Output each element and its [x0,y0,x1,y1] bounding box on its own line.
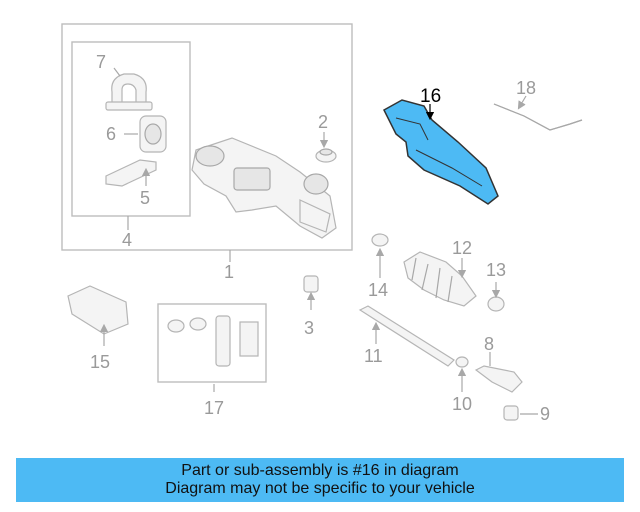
part-14-clamp[interactable] [371,233,389,247]
part-2-seal[interactable] [315,148,337,163]
callout-10: 10 [452,394,472,414]
part-1-steering-gear[interactable] [191,137,337,239]
callout-7: 7 [96,52,106,72]
part-17-kit-box[interactable] [157,303,267,383]
callout-18: 18 [516,78,536,98]
banner-line-1: Part or sub-assembly is #16 in diagram [181,462,459,479]
callout-5: 5 [140,188,150,208]
callout-12: 12 [452,238,472,258]
callout-6: 6 [106,124,116,144]
callout-9: 9 [540,404,550,424]
callout-16: 16 [420,86,441,107]
part-7-clamp-bracket[interactable] [105,73,153,111]
callout-4: 4 [122,230,132,250]
part-5-plate[interactable] [105,159,157,187]
callout-8: 8 [484,334,494,354]
part-3-nut[interactable] [303,275,319,293]
part-16-heat-shield[interactable] [383,99,499,205]
part-16-detail [395,117,483,187]
part-9-nut[interactable] [503,405,519,421]
assembly-frame [61,23,353,251]
parts-diagram: 7 6 5 4 2 1 3 14 12 13 15 11 10 8 9 17 1… [61,23,583,424]
callout-17: 17 [204,398,224,418]
callout-11: 11 [364,346,383,366]
part-11-tie-rod[interactable] [358,305,455,367]
callout-15: 15 [90,352,110,372]
part-12-boot[interactable] [403,251,477,307]
callout-13: 13 [486,260,506,280]
leader-lines [99,67,538,415]
callout-2: 2 [318,112,328,132]
banner-line-2: Diagram may not be specific to your vehi… [165,480,475,497]
part-6-bushing[interactable] [139,115,167,153]
part-15-cover[interactable] [67,285,129,335]
callout-14: 14 [368,280,388,300]
subgroup-frame [71,41,191,217]
part-13-clamp[interactable] [487,296,505,312]
part-18-pipe[interactable] [493,103,583,131]
callout-3: 3 [304,318,314,338]
info-banner: Part or sub-assembly is #16 in diagram D… [16,458,624,502]
part-8-tie-rod-end[interactable] [474,365,523,393]
callout-1: 1 [224,262,234,282]
part-10-nut[interactable] [455,356,469,368]
